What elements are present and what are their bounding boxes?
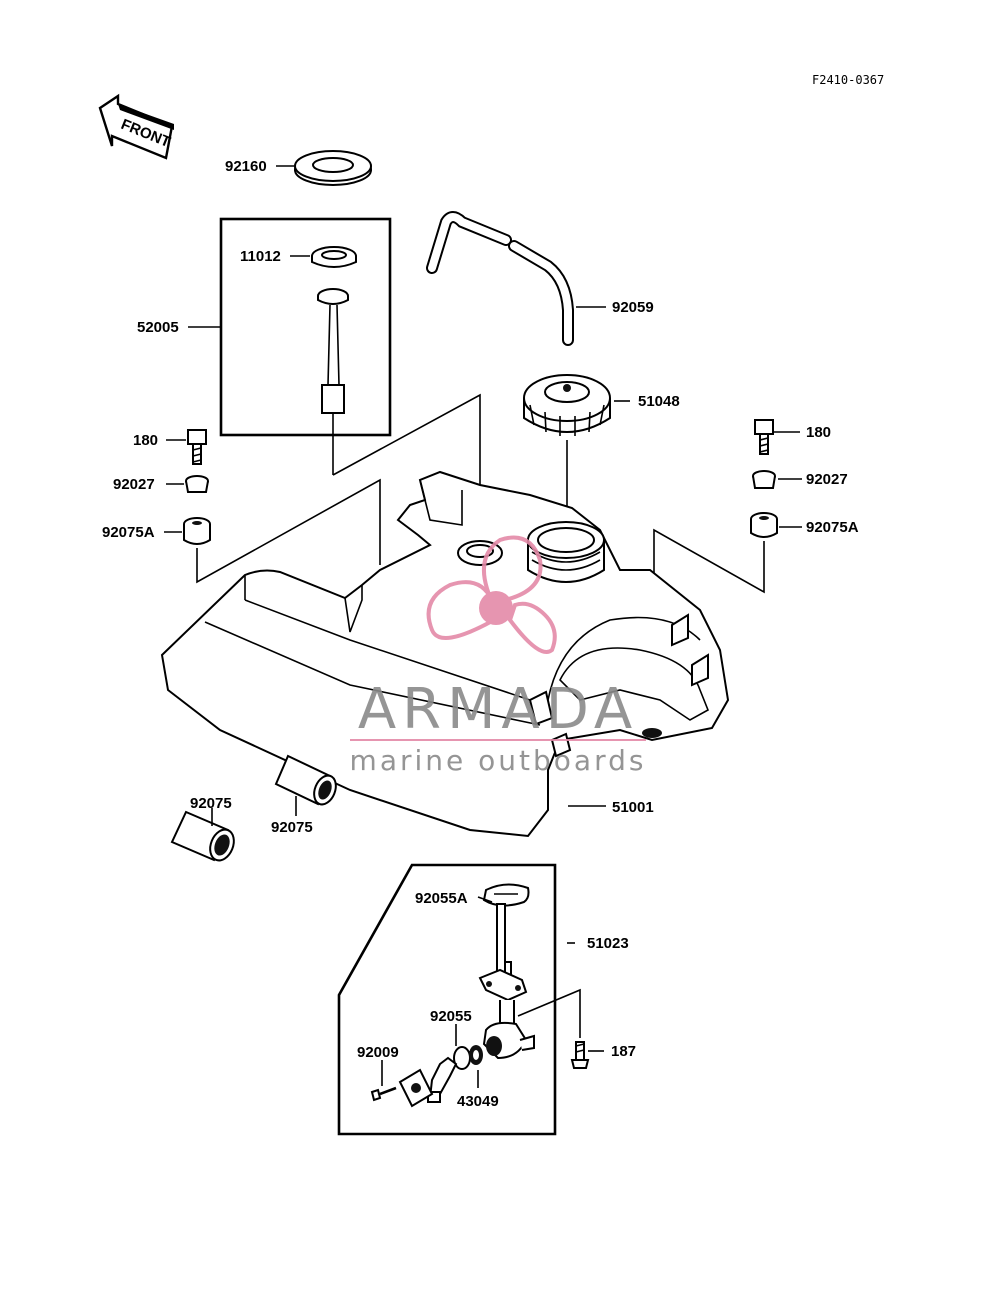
- lever-assembly: [398, 1056, 458, 1108]
- callout-92027-left: 92027: [113, 476, 155, 493]
- callout-51001: 51001: [612, 799, 654, 816]
- fuel-tank-51001: [160, 470, 730, 838]
- breather-hose-92059: [426, 211, 574, 346]
- filter-43049: [469, 1045, 483, 1065]
- seal-ring-92160: [294, 150, 372, 186]
- callout-187: 187: [611, 1043, 636, 1060]
- callout-52005: 52005: [137, 319, 179, 336]
- collar-92075-b: [274, 754, 337, 806]
- callout-43049: 43049: [457, 1093, 499, 1110]
- grommet-92075A-left: [183, 517, 211, 545]
- washer-92027-left: [185, 475, 209, 493]
- callout-92075-b: 92075: [271, 819, 313, 836]
- diagram-ref-code: F2410-0367: [812, 73, 884, 87]
- fuel-cap-51048: [523, 374, 611, 436]
- fuel-gauge-float: [317, 288, 349, 475]
- callout-51023: 51023: [587, 935, 629, 952]
- callout-11012: 11012: [240, 248, 281, 265]
- watermark-brand: ARMADA: [358, 677, 638, 742]
- gasket-11012: [311, 246, 357, 268]
- callout-51048: 51048: [638, 393, 680, 410]
- grommet-92075A-right: [750, 512, 778, 538]
- gasket-92055A: [482, 883, 530, 907]
- leader-187: [517, 988, 581, 1038]
- armada-watermark: ARMADA marine outboards: [350, 535, 647, 777]
- fuel-cock-assembly-box: [337, 863, 557, 1136]
- leader-left-mount: [196, 478, 381, 584]
- callout-92075A-left: 92075A: [102, 524, 155, 541]
- callout-92027-right: 92027: [806, 471, 848, 488]
- fuel-cock-51023: [478, 903, 535, 1060]
- callout-92059: 92059: [612, 299, 654, 316]
- callout-180-left: 180: [133, 432, 158, 449]
- callout-92055: 92055: [430, 1008, 472, 1025]
- screw-187: [570, 1041, 590, 1069]
- callout-180-right: 180: [806, 424, 831, 441]
- armada-propeller-logo-icon: [426, 535, 557, 654]
- callout-92075-a: 92075: [190, 795, 232, 812]
- callout-92160: 92160: [225, 158, 267, 175]
- washer-92027-right: [752, 470, 776, 489]
- callout-92075A-right: 92075A: [806, 519, 859, 536]
- screw-92009: [370, 1086, 397, 1102]
- watermark-tagline: marine outboards: [350, 744, 647, 777]
- collar-92075-a: [170, 810, 235, 862]
- o-ring-92055: [453, 1046, 471, 1070]
- callout-92009: 92009: [357, 1044, 399, 1061]
- callout-92055A: 92055A: [415, 890, 468, 907]
- front-arrow-icon: FRONT: [98, 93, 174, 160]
- bolt-180-right: [754, 419, 774, 455]
- bolt-180-left: [187, 429, 207, 465]
